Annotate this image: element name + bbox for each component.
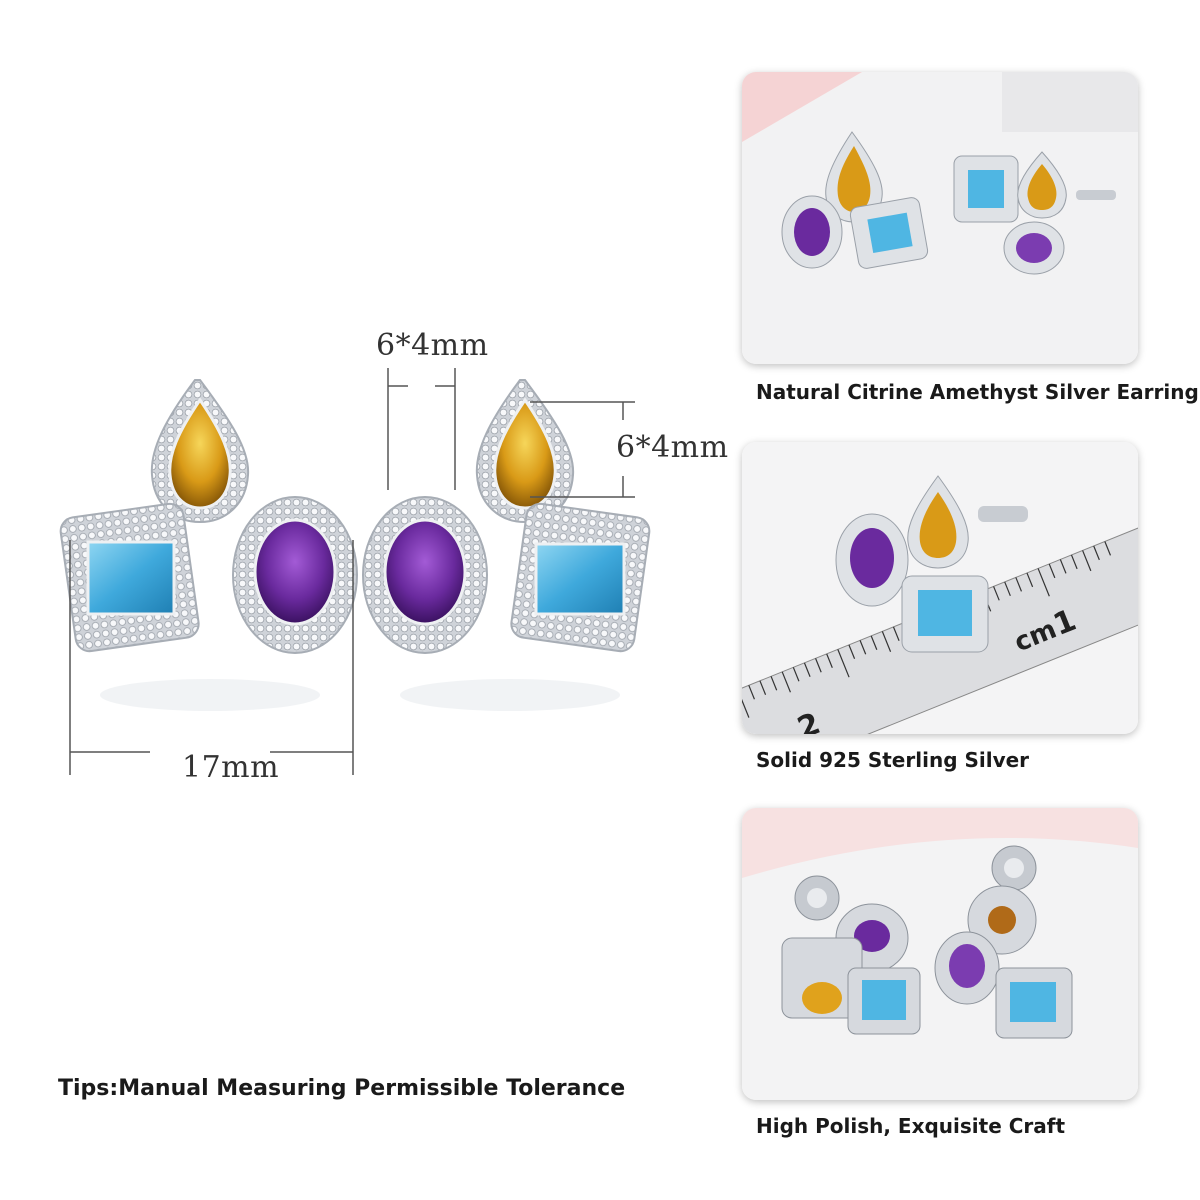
earring-dimension-figure: 6*4mm 6*4mm 17mm: [40, 300, 740, 820]
caption-natural-citrine: Natural Citrine Amethyst Silver Earring: [756, 380, 1199, 404]
bottom-dimension-label: 17mm: [182, 750, 280, 785]
earrings-back-image: [742, 808, 1138, 1100]
product-thumbnail-ruler[interactable]: 2 cm 1: [742, 442, 1138, 734]
product-thumbnail-front[interactable]: [742, 72, 1138, 364]
caption-high-polish: High Polish, Exquisite Craft: [756, 1114, 1066, 1138]
right-earring: [362, 379, 651, 711]
tips-text: Tips:Manual Measuring Permissible Tolera…: [58, 1076, 626, 1101]
dimension-lines: [69, 368, 635, 775]
product-thumbnail-back[interactable]: [742, 808, 1138, 1100]
earring-illustration: [59, 368, 651, 775]
left-earring: [59, 379, 358, 711]
top-dimension-label: 6*4mm: [376, 328, 489, 363]
earrings-front-image: [742, 72, 1138, 364]
right-dimension-label: 6*4mm: [616, 430, 729, 465]
earring-ruler-image: 2 cm 1: [742, 442, 1138, 734]
caption-solid-silver: Solid 925 Sterling Silver: [756, 748, 1030, 772]
